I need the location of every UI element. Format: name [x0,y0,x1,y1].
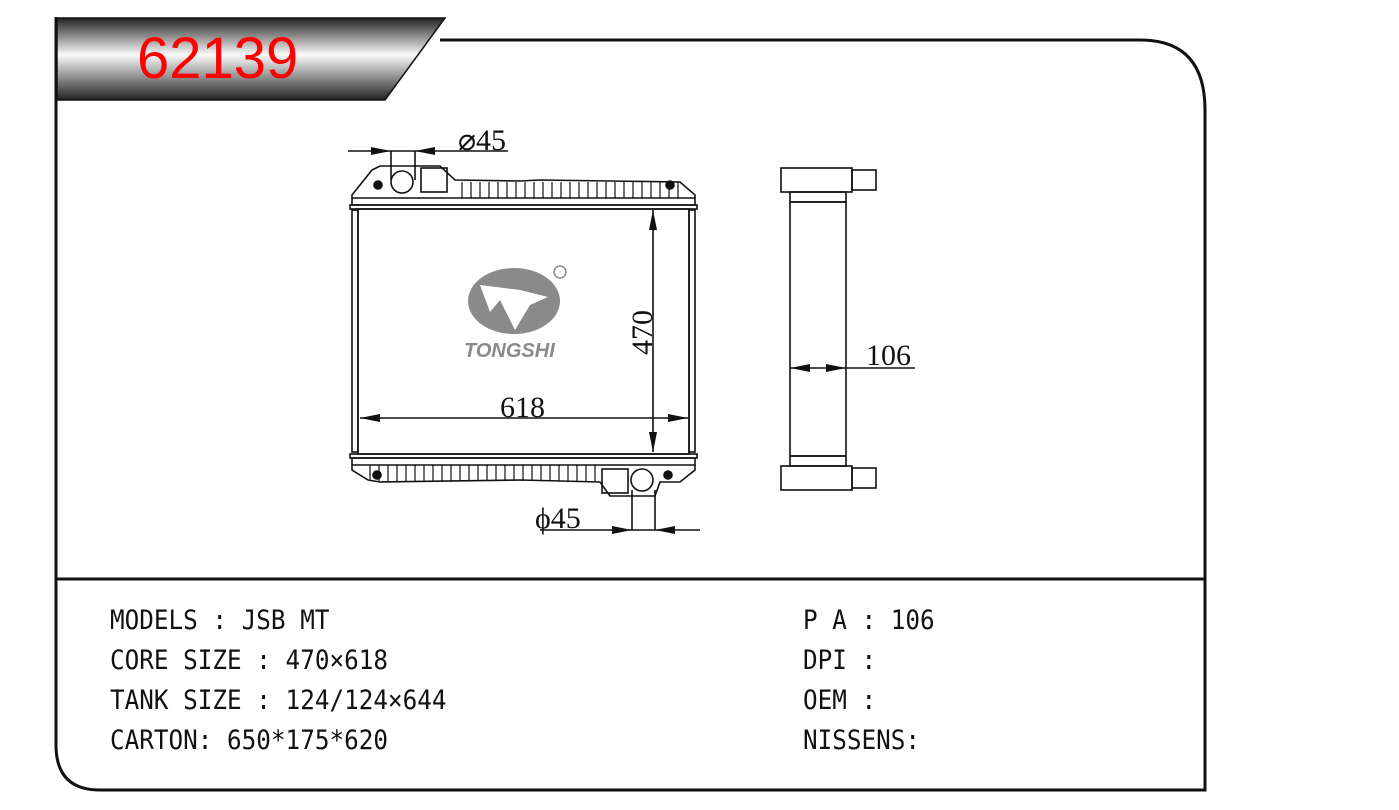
spec-models: MODELS : JSB MT [110,605,330,636]
dimension-arrows [360,147,846,534]
width-label: 618 [500,391,545,424]
title-banner [56,17,447,101]
spec-carton: CARTON: 650*175*620 [110,725,388,756]
top-fins: (function(){var g=document.currentScript… [369,182,679,481]
inlet-diameter-label: ⌀45 [458,124,506,157]
logo-brand: TONGSHI [464,340,555,362]
spec-oem: OEM : [803,685,877,716]
radiator-side-view [780,167,915,491]
thickness-label: 106 [866,339,911,372]
spec-tank-size: TANK SIZE : 124/124×644 [110,685,447,716]
sheet-frame [54,17,1207,792]
part-number: 62139 [137,26,299,91]
spec-dpi: DPI : [803,645,877,676]
spec-nissens: NISSENS: [803,725,921,756]
tongshi-logo: TONGSHI [464,265,567,362]
radiator-front-view [348,150,700,531]
spec-pa: P A : 106 [803,605,935,636]
spec-core-size: CORE SIZE : 470×618 [110,645,388,676]
height-label: 470 [626,310,659,355]
outlet-diameter-label: ϕ45 [535,502,581,535]
